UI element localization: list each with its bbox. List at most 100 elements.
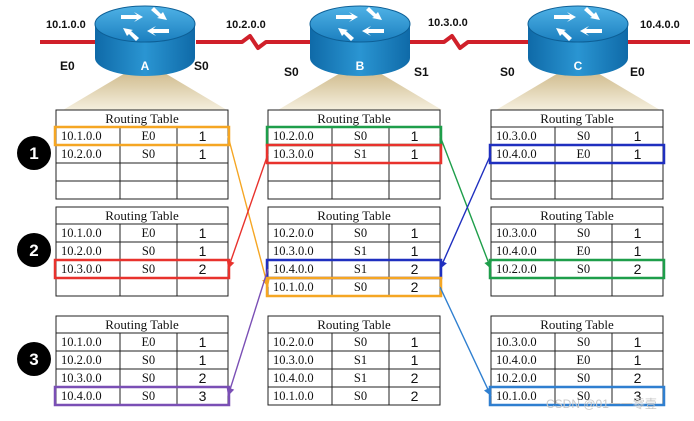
router-c-cone [496,72,660,110]
router-c-label: C [574,59,583,73]
route-network: 10.2.0.0 [496,262,537,276]
router-arrows-icon [336,7,384,41]
route-interface: S1 [354,371,367,385]
link-10-2-0-0 [196,34,314,50]
routing-table-title: Routing Table [105,208,179,223]
route-hop-count: 2 [199,370,207,386]
route-interface: E0 [577,244,591,258]
route-interface: S1 [354,262,367,276]
router-a: A [94,5,196,76]
route-hop-count: 1 [634,225,642,241]
network-links [40,34,690,50]
routing-table-title: Routing Table [317,111,391,126]
route-network: 10.1.0.0 [273,280,314,294]
route-hop-count: 1 [411,146,419,162]
route-network: 10.3.0.0 [496,335,537,349]
table-row: 10.3.0.0 S0 2 [61,370,207,386]
route-interface: S0 [142,371,155,385]
link-10-3-0-0 [410,34,530,50]
route-hop-count: 1 [634,146,642,162]
router-cones [63,72,660,110]
route-interface: E0 [142,226,156,240]
route-network: 10.2.0.0 [273,129,314,143]
row-highlight [488,143,666,165]
route-interface: S0 [354,226,367,240]
router-a-top [94,5,196,43]
routing-table-title: Routing Table [540,111,614,126]
router-b: B [309,5,411,76]
route-interface: S0 [577,335,590,349]
route-network: 10.2.0.0 [61,147,102,161]
row-highlight [265,276,443,298]
route-network: 10.1.0.0 [273,389,314,403]
step-2-marker: 2 [17,233,51,267]
route-hop-count: 2 [411,388,419,404]
route-interface: S0 [142,353,155,367]
route-network: 10.2.0.0 [496,371,537,385]
route-interface: S1 [354,353,367,367]
route-interface: S0 [142,389,155,403]
router-b-right-port: S1 [414,65,429,79]
route-network: 10.4.0.0 [496,353,537,367]
route-interface: S0 [577,262,590,276]
update-arrow-6 [439,286,492,397]
router-b-label: B [356,59,365,73]
route-network: 10.1.0.0 [61,226,102,240]
route-interface: S0 [577,389,590,403]
update-arrow-5 [227,268,269,397]
table-row: 10.4.0.0 E0 1 [496,243,642,259]
route-interface: E0 [577,353,591,367]
step-markers: 123 [17,136,51,376]
route-hop-count: 1 [411,334,419,350]
router-b-cone [278,72,442,110]
route-network: 10.3.0.0 [273,244,314,258]
route-hop-count: 1 [199,334,207,350]
route-network: 10.3.0.0 [496,226,537,240]
route-hop-count: 1 [634,243,642,259]
row-highlight [265,143,443,165]
route-interface: S1 [354,147,367,161]
row-highlight [53,385,231,407]
update-arrow-2 [439,135,492,270]
step-number: 3 [29,350,38,369]
route-hop-count: 2 [199,261,207,277]
watermark: CSDN @01一一零壹 [546,397,657,411]
route-hop-count: 3 [634,388,642,404]
route-network: 10.4.0.0 [496,244,537,258]
route-hop-count: 3 [199,388,207,404]
router-a-label: A [141,59,150,73]
row-highlight [488,258,666,280]
routing-table-title: Routing Table [105,317,179,332]
route-interface: S0 [354,280,367,294]
router-c-left-port: S0 [500,65,515,79]
router-c: C [527,5,629,76]
network-label-2: 10.2.0.0 [226,19,266,31]
route-network: 10.1.0.0 [61,129,102,143]
arrowhead-icon [483,387,492,396]
route-network: 10.3.0.0 [61,371,102,385]
route-network: 10.2.0.0 [61,353,102,367]
route-interface: E0 [142,335,156,349]
arrowhead-icon [226,387,235,396]
